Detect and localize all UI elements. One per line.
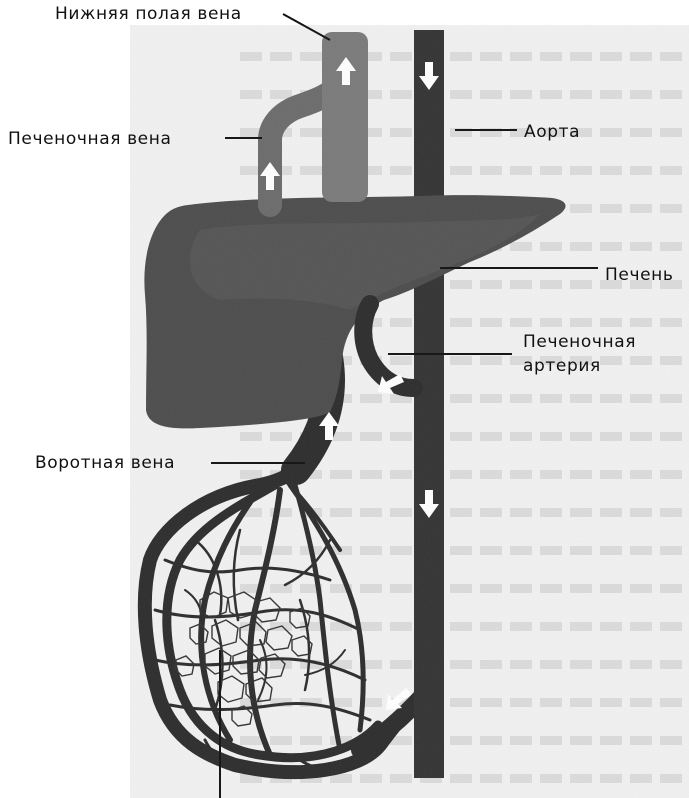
label-hepatic-vein: Печеночная вена bbox=[8, 127, 171, 151]
label-liver: Печень bbox=[605, 263, 673, 287]
label-aorta: Аорта bbox=[524, 120, 580, 144]
label-hepatic-artery-line2: артерия bbox=[523, 354, 636, 378]
scan-grain bbox=[130, 25, 689, 798]
label-hepatic-artery: Печеночная артерия bbox=[523, 330, 636, 378]
label-inferior-vena-cava: Нижняя полая вена bbox=[55, 2, 242, 26]
label-portal-vein: Воротная вена bbox=[35, 451, 175, 475]
label-hepatic-artery-line1: Печеночная bbox=[523, 330, 636, 354]
